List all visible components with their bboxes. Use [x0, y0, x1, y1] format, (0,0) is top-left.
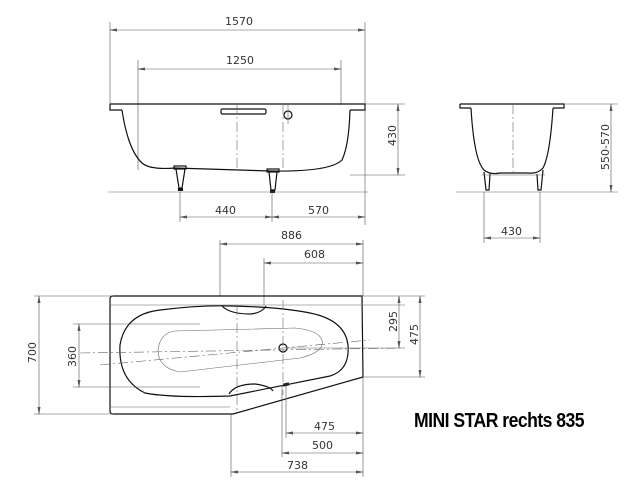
dim-608: 608 — [304, 248, 325, 261]
end-view: 550-570 430 — [456, 103, 618, 243]
dim-430-feet: 430 — [501, 225, 522, 238]
dim-570: 570 — [308, 204, 329, 217]
dim-700: 700 — [26, 342, 39, 363]
dim-475-right: 475 — [408, 324, 421, 345]
side-view: 1570 1250 430 — [108, 15, 405, 225]
dim-550-570: 550-570 — [599, 124, 612, 170]
dim-440: 440 — [215, 204, 236, 217]
product-title: MINI STAR rechts 835 — [414, 410, 585, 432]
dim-430-depth: 430 — [386, 125, 399, 146]
dim-1250: 1250 — [226, 54, 254, 67]
dim-360: 360 — [66, 346, 79, 367]
dim-500: 500 — [312, 439, 333, 452]
dim-738: 738 — [287, 459, 308, 472]
dim-886: 886 — [281, 229, 302, 242]
dim-295: 295 — [387, 311, 400, 332]
plan-view: 886 608 700 360 — [26, 229, 425, 477]
foot-left — [173, 165, 187, 191]
foot-right — [266, 168, 280, 193]
dim-475-bottom: 475 — [314, 420, 335, 433]
dim-1570: 1570 — [225, 15, 253, 28]
